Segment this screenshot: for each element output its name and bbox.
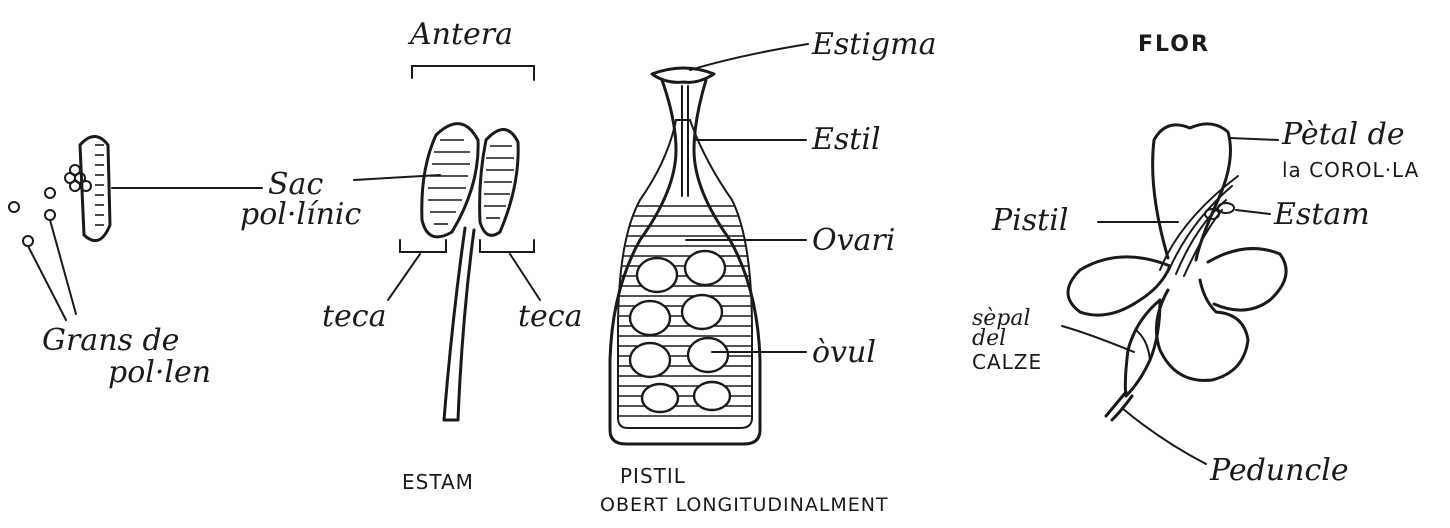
label-estil: Estil bbox=[812, 125, 881, 155]
label-ovari: Ovari bbox=[812, 226, 895, 256]
caption-pistil: PISTIL bbox=[620, 466, 686, 486]
label-grans-line1: Grans de bbox=[42, 326, 179, 356]
caption-estam: ESTAM bbox=[402, 472, 474, 492]
label-sepal-line2: del bbox=[972, 328, 1006, 350]
label-teca-left: teca bbox=[322, 302, 387, 332]
caption-pistil-sub: OBERT LONGITUDINALMENT bbox=[600, 496, 889, 515]
label-estam-flor: Estam bbox=[1274, 200, 1370, 230]
sac-stamen-leader-line bbox=[354, 175, 440, 180]
stamen-drawing bbox=[388, 66, 540, 420]
label-grans-line2: pol·len bbox=[108, 358, 211, 388]
label-sepal-line3: CALZE bbox=[972, 352, 1042, 372]
label-estigma: Estigma bbox=[812, 30, 936, 60]
label-sac-line2: pol·línic bbox=[240, 200, 361, 230]
label-peduncle: Peduncle bbox=[1210, 456, 1349, 486]
label-antera: Antera bbox=[410, 20, 513, 50]
flower-leader-lines bbox=[1062, 138, 1278, 464]
pollen-grains-drawing bbox=[9, 188, 76, 320]
label-sac-line1: Sac bbox=[268, 170, 323, 200]
label-ovul: òvul bbox=[812, 338, 876, 368]
label-teca-right: teca bbox=[518, 302, 583, 332]
label-petal-line2: la COROL·LA bbox=[1282, 160, 1419, 180]
pollen-sac-drawing bbox=[65, 137, 110, 241]
flower-drawing bbox=[1068, 124, 1286, 420]
caption-flor: FLOR bbox=[1138, 34, 1210, 56]
label-pistil-flor: Pistil bbox=[992, 206, 1068, 236]
pistil-drawing bbox=[600, 68, 770, 444]
label-petal-line1: Pètal de bbox=[1282, 120, 1405, 150]
